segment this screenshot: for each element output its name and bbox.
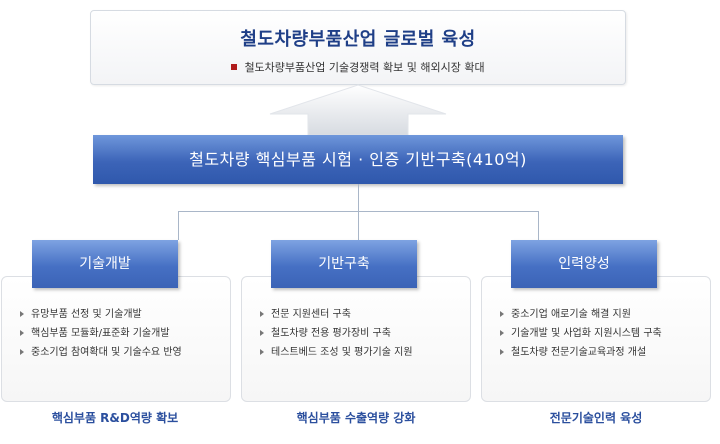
list-item: 유망부품 선정 및 기술개발 xyxy=(20,305,182,324)
goal-subtitle: 철도차량부품산업 기술경쟁력 확보 및 해외시장 확대 xyxy=(244,61,485,74)
triangle-bullet-icon xyxy=(20,311,24,317)
list-item: 철도차량 전용 평가장비 구축 xyxy=(260,324,413,343)
program-banner: 철도차량 핵심부품 시험 · 인증 기반구축(410억) xyxy=(93,135,623,184)
connector-left xyxy=(178,211,179,240)
square-bullet-icon xyxy=(231,64,238,70)
connector-right xyxy=(538,211,539,240)
item-list: 전문 지원센터 구축 철도차량 전용 평가장비 구축 테스트베드 조성 및 평가… xyxy=(260,305,413,362)
item-list: 유망부품 선정 및 기술개발 핵심부품 모듈화/표준화 기술개발 중소기업 참여… xyxy=(20,305,182,362)
item-list: 중소기업 애로기술 해결 지원 기술개발 및 사업화 지원시스템 구축 철도차량… xyxy=(500,305,662,362)
triangle-bullet-icon xyxy=(260,349,264,355)
category-box-workforce: 인력양성 xyxy=(511,240,657,288)
list-item: 핵심부품 모듈화/표준화 기술개발 xyxy=(20,324,182,343)
triangle-bullet-icon xyxy=(500,349,504,355)
list-item: 기술개발 및 사업화 지원시스템 구축 xyxy=(500,324,662,343)
triangle-bullet-icon xyxy=(260,311,264,317)
category-box-tech-dev: 기술개발 xyxy=(32,240,178,288)
triangle-bullet-icon xyxy=(20,349,24,355)
triangle-bullet-icon xyxy=(20,330,24,336)
connector-center xyxy=(358,211,359,240)
list-item: 전문 지원센터 구축 xyxy=(260,305,413,324)
goal-title: 철도차량부품산업 글로벌 육성 xyxy=(240,29,476,50)
list-item: 중소기업 애로기술 해결 지원 xyxy=(500,305,662,324)
category-panel-workforce: 중소기업 애로기술 해결 지원 기술개발 및 사업화 지원시스템 구축 철도차량… xyxy=(481,276,711,402)
list-item: 철도차량 전문기술교육과정 개설 xyxy=(500,343,662,362)
connector-trunk xyxy=(358,184,359,211)
goal-subtitle-row: 철도차량부품산업 기술경쟁력 확보 및 해외시장 확대 xyxy=(91,59,625,75)
triangle-bullet-icon xyxy=(500,330,504,336)
outcome-infrastructure: 핵심부품 수출역량 강화 xyxy=(296,411,416,425)
category-panel-tech-dev: 유망부품 선정 및 기술개발 핵심부품 모듈화/표준화 기술개발 중소기업 참여… xyxy=(1,276,231,402)
goal-box: 철도차량부품산업 글로벌 육성 철도차량부품산업 기술경쟁력 확보 및 해외시장… xyxy=(90,10,626,85)
outcome-workforce: 전문기술인력 육성 xyxy=(549,411,643,425)
category-panel-infrastructure: 전문 지원센터 구축 철도차량 전용 평가장비 구축 테스트베드 조성 및 평가… xyxy=(241,276,471,402)
category-box-infrastructure: 기반구축 xyxy=(271,240,417,288)
list-item: 중소기업 참여확대 및 기술수요 반영 xyxy=(20,343,182,362)
list-item: 테스트베드 조성 및 평가기술 지원 xyxy=(260,343,413,362)
outcome-tech-dev: 핵심부품 R&D역량 확보 xyxy=(51,411,179,425)
triangle-bullet-icon xyxy=(500,311,504,317)
triangle-bullet-icon xyxy=(260,330,264,336)
